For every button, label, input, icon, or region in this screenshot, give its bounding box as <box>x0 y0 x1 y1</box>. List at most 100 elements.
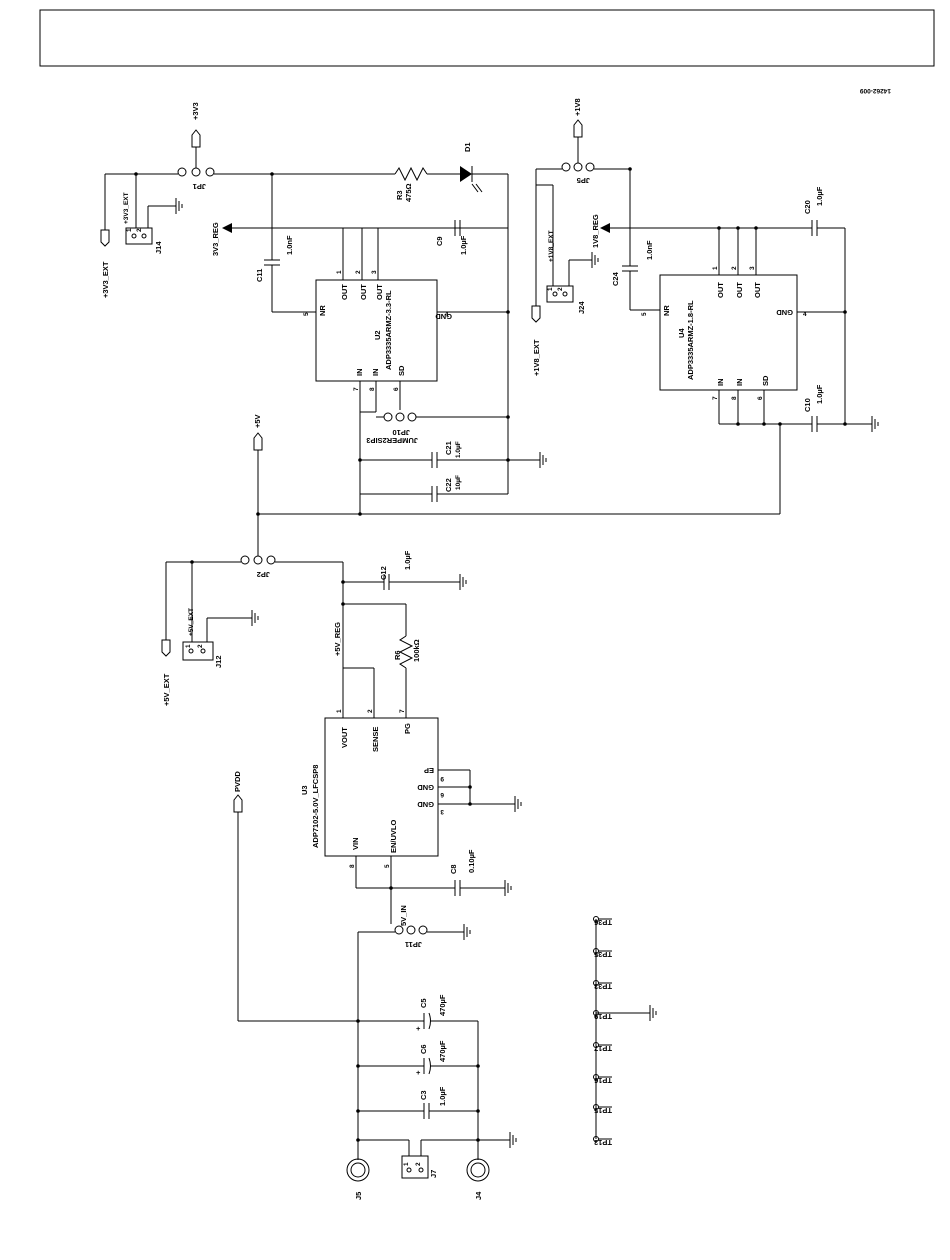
ground-symbol <box>175 198 183 214</box>
svg-text:C10: C10 <box>803 398 812 412</box>
u4-ref: U4 <box>677 328 686 338</box>
svg-text:NR: NR <box>318 305 327 316</box>
svg-text:SD: SD <box>761 375 770 386</box>
header-j12[interactable] <box>182 641 214 661</box>
rail-label-1v8-reg: 1V8_REG <box>591 214 600 248</box>
connector-j4[interactable] <box>466 1158 490 1182</box>
j14-net: +3V3_EXT <box>123 192 130 224</box>
svg-text:J5: J5 <box>354 1192 363 1200</box>
svg-text:C6: C6 <box>419 1044 428 1054</box>
svg-text:J4: J4 <box>474 1191 483 1200</box>
u2-ref: U2 <box>373 330 382 340</box>
svg-text:C20: C20 <box>803 200 812 214</box>
svg-text:1.0nF: 1.0nF <box>285 235 294 255</box>
svg-text:OUT: OUT <box>753 282 762 298</box>
jumper-jp2[interactable] <box>240 555 276 565</box>
connector-j5[interactable] <box>346 1158 370 1182</box>
svg-text:3: 3 <box>749 266 756 270</box>
svg-text:C11: C11 <box>255 269 264 282</box>
svg-text:1: 1 <box>336 270 343 274</box>
j24-label: J24 <box>577 301 586 314</box>
svg-text:+: + <box>416 1024 421 1033</box>
u3-part: ADP7102-5.0V_LFCSP8 <box>311 765 320 848</box>
svg-text:8: 8 <box>349 864 356 868</box>
jp2-label: JP2 <box>257 570 270 579</box>
rail-label-5v-reg: +5V_REG <box>333 622 342 656</box>
svg-text:VIN: VIN <box>351 837 360 850</box>
header-j24[interactable] <box>546 285 574 303</box>
svg-text:C5: C5 <box>419 998 428 1008</box>
rail-label-5v: +5V <box>253 414 262 428</box>
ground-symbol <box>251 610 259 626</box>
svg-text:5: 5 <box>384 864 391 868</box>
section-3v3: +3V3 JP1 +3V3_EXT 1 2 J14 +3V3_EXT R3 47… <box>100 102 547 502</box>
svg-text:C24: C24 <box>611 271 620 286</box>
ic-u4[interactable] <box>659 274 798 391</box>
svg-text:5: 5 <box>303 312 310 316</box>
port-5v-ext <box>161 639 171 657</box>
jumper-jp5[interactable] <box>561 162 595 172</box>
ground-symbol <box>591 252 599 268</box>
svg-text:C8: C8 <box>449 864 458 874</box>
svg-text:10µF: 10µF <box>455 475 462 490</box>
svg-text:IN: IN <box>355 369 364 377</box>
svg-text:470µF: 470µF <box>438 994 447 1016</box>
svg-text:GND: GND <box>417 800 434 809</box>
jumper-jp11[interactable] <box>394 925 428 935</box>
figure-code: 14262-009 <box>860 87 891 94</box>
test-point-label: TP19 <box>594 1012 612 1021</box>
svg-text:4: 4 <box>803 311 807 318</box>
ground-symbol <box>871 416 879 432</box>
jumper-jp1[interactable]: JP1 <box>177 167 215 191</box>
svg-text:1: 1 <box>336 709 343 713</box>
svg-text:1.0µF: 1.0µF <box>455 441 462 458</box>
svg-text:C21: C21 <box>444 441 453 455</box>
power-port-5v <box>253 432 263 451</box>
svg-text:1: 1 <box>712 266 719 270</box>
svg-text:OUT: OUT <box>375 284 384 300</box>
svg-text:SD: SD <box>397 365 406 376</box>
led-d1 <box>460 166 483 193</box>
svg-text:7: 7 <box>712 396 719 400</box>
svg-text:C22: C22 <box>444 478 453 492</box>
j24-net: +1V8_EXT <box>548 230 555 262</box>
j7-label: J7 <box>429 1170 438 1178</box>
header-j7[interactable] <box>401 1155 429 1179</box>
rail-label-5v-in: 5V_IN <box>399 905 408 926</box>
ground-symbol <box>509 1132 517 1148</box>
svg-text:3: 3 <box>371 270 378 274</box>
svg-text:R3: R3 <box>395 190 404 200</box>
svg-text:2: 2 <box>731 266 738 270</box>
svg-text:1.0µF: 1.0µF <box>815 186 824 206</box>
svg-text:OUT: OUT <box>716 282 725 298</box>
test-point-label: TP15 <box>594 1106 612 1115</box>
rail-label-3v3-reg: 3V3_REG <box>211 222 220 256</box>
svg-text:1: 1 <box>547 287 554 291</box>
test-point-label: TP16 <box>594 1076 612 1085</box>
jumper-note: JUMPER2SIP3 <box>366 436 418 445</box>
rail-label-1v8-ext: +1V8_EXT <box>532 339 541 376</box>
title-frame <box>39 9 935 67</box>
svg-text:+: + <box>416 1068 421 1077</box>
svg-text:C9: C9 <box>435 236 444 246</box>
rail-label-pvdd: PVDD <box>233 771 242 792</box>
svg-text:PG: PG <box>403 723 412 734</box>
test-point-label: TP35 <box>594 950 612 959</box>
port-1v8-ext <box>531 305 541 323</box>
svg-text:C12: C12 <box>379 566 388 580</box>
svg-text:2: 2 <box>197 644 204 648</box>
svg-text:R6: R6 <box>393 650 402 660</box>
jumper-jp10[interactable] <box>383 412 417 422</box>
header-j14[interactable] <box>125 227 153 245</box>
svg-text:1.0µF: 1.0µF <box>459 235 468 255</box>
j14-label: J14 <box>154 241 163 254</box>
jp5-label: JP5 <box>577 176 590 185</box>
svg-text:1.0µF: 1.0µF <box>438 1086 447 1106</box>
resistor-r6 <box>398 635 414 669</box>
svg-text:2: 2 <box>355 270 362 274</box>
svg-text:EN/UVLO: EN/UVLO <box>389 819 398 853</box>
svg-text:D1: D1 <box>463 142 472 152</box>
jp1-label: JP1 <box>193 182 206 191</box>
